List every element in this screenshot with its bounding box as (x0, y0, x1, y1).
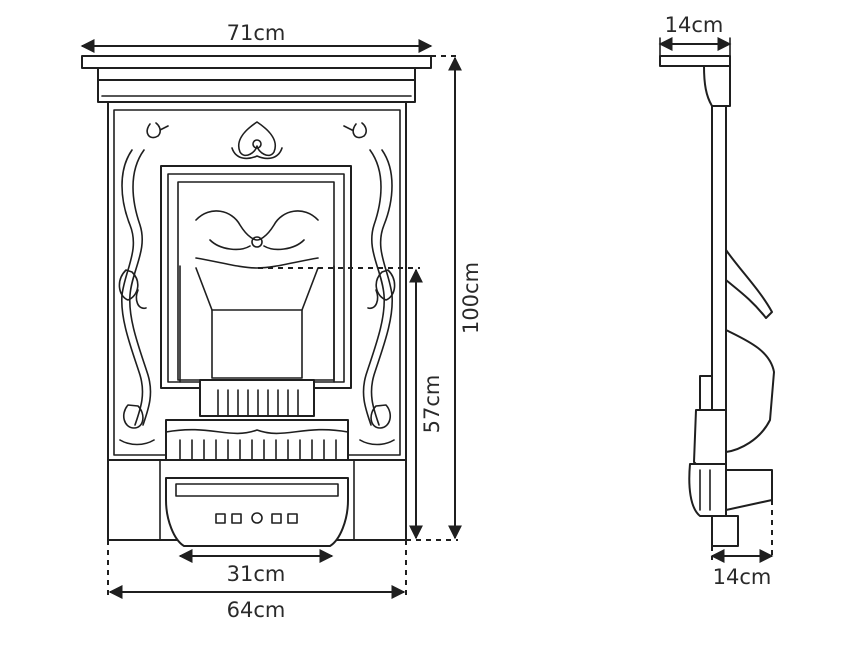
dimension-overall-width: 71cm (80, 21, 433, 53)
dimension-side-base-depth: 14cm (710, 500, 774, 589)
dimension-opening-height: 57cm (258, 267, 444, 540)
dimension-side-top-depth: 14cm (658, 13, 732, 57)
dim-label-14cm-base: 14cm (713, 565, 772, 589)
side-view (659, 55, 775, 547)
dimension-opening-width: 31cm (178, 549, 334, 586)
front-view (81, 55, 432, 547)
dim-label-100cm: 100cm (459, 262, 483, 334)
dim-label-31cm: 31cm (227, 562, 286, 586)
dim-label-71cm: 71cm (227, 21, 286, 45)
dimension-overall-height: 100cm (406, 55, 483, 541)
dim-label-64cm: 64cm (227, 598, 286, 622)
dimension-base-width: 64cm (107, 540, 407, 622)
dim-label-14cm-top: 14cm (665, 13, 724, 37)
dim-label-57cm: 57cm (420, 375, 444, 434)
